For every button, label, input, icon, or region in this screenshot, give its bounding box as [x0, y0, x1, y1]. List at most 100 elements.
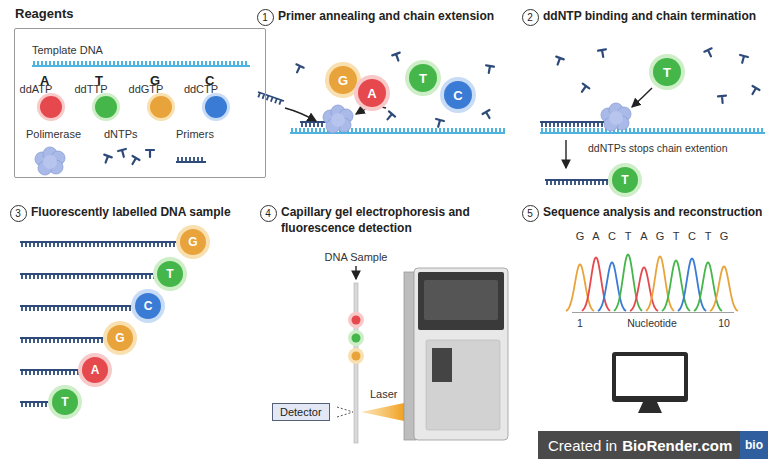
sequence-base: A — [640, 229, 647, 243]
node-text: Detector — [280, 406, 322, 418]
dna-strand — [20, 61, 765, 407]
dntp — [485, 65, 494, 73]
band-halo — [348, 312, 364, 328]
sequence-base: T — [625, 229, 632, 243]
ddntp-circle: T — [653, 58, 681, 86]
step-number: 4 — [260, 205, 277, 222]
reagent-label: Template DNA — [32, 43, 103, 57]
band-dot — [352, 316, 361, 325]
ddntp-circle: T — [409, 64, 437, 92]
dntp — [554, 57, 564, 66]
dntp — [434, 119, 444, 128]
terminal-ddntp: A — [82, 357, 108, 383]
dntp-icon — [102, 149, 154, 166]
ddntp-circle: A — [40, 96, 62, 118]
capillary-setup — [337, 266, 508, 443]
sequence-base: T — [705, 229, 712, 243]
dntp — [598, 49, 607, 57]
node-text: BioRender.com — [622, 437, 732, 454]
sequence-base: G — [576, 229, 585, 243]
ddntp-circle: C — [205, 96, 227, 118]
panel-heading: Reagents — [15, 6, 74, 21]
terminal-ddntp: T — [52, 389, 78, 415]
step-heading: Primer annealing and chain extension — [278, 9, 494, 25]
ddntp-circle: T — [95, 96, 117, 118]
pointer-arrow — [285, 108, 316, 121]
step1-illustration — [285, 53, 494, 133]
dna-strand — [20, 242, 181, 247]
dntp — [392, 53, 402, 62]
dntp — [738, 55, 748, 64]
axis-tick: 10 — [718, 317, 730, 331]
reagent-label: ddTTP — [74, 82, 107, 96]
dntp — [718, 96, 727, 104]
polymerase-icon — [35, 147, 65, 175]
sequence-base: C — [688, 229, 696, 243]
reagent-label: ddCTP — [184, 82, 218, 96]
sequence-base: G — [720, 229, 729, 243]
note-label: ddNTPs stops chain extention — [588, 142, 728, 156]
band-halo — [348, 330, 364, 346]
pointer-arrow — [356, 107, 386, 114]
laser-label: Laser — [370, 387, 398, 401]
dna-strand — [300, 122, 326, 127]
step-number: 3 — [10, 205, 27, 222]
node-text: T — [663, 65, 671, 80]
chromatogram-peak — [710, 266, 738, 311]
band-dot — [352, 334, 361, 343]
chromatogram-axis — [572, 312, 734, 313]
machine-front — [426, 340, 500, 430]
node-text: T — [419, 71, 427, 86]
dna-strand — [32, 61, 250, 66]
axis-tick: 1 — [577, 317, 583, 331]
sample-label: DNA Sample — [325, 250, 388, 264]
dna-strand — [20, 338, 108, 343]
monitor-screen — [616, 356, 684, 396]
step-number-text: 1 — [262, 12, 268, 23]
sequence-base: C — [608, 229, 616, 243]
band-halo — [348, 348, 364, 364]
step-number-text: 5 — [527, 208, 533, 219]
node-text: T — [166, 267, 173, 281]
step-number: 1 — [257, 9, 274, 26]
polymerase — [601, 103, 631, 131]
node-text: T — [61, 395, 68, 409]
polymerase — [323, 105, 353, 133]
reagent-label: Polimerase — [26, 127, 81, 141]
reagent-label: dNTPs — [104, 127, 138, 141]
node-text: A — [91, 363, 100, 377]
ddntp-circle: G — [329, 66, 357, 94]
sequence-base: A — [592, 229, 599, 243]
sequencer-machine — [414, 268, 508, 440]
sample-arrow — [355, 266, 356, 279]
dna-strand — [545, 180, 610, 185]
node-text: T — [621, 173, 628, 187]
chromatogram-peak — [614, 254, 642, 310]
terminal-ddntp: G — [180, 229, 206, 255]
step-number-text: 2 — [527, 12, 533, 23]
reagent-label: Primers — [176, 127, 214, 141]
dna-strand — [20, 306, 136, 311]
dna-strand — [540, 122, 604, 127]
reagent-label: ddGTP — [129, 82, 164, 96]
pointer-arrow — [632, 88, 652, 107]
node-text: G — [188, 235, 197, 249]
step2-illustration — [554, 48, 760, 168]
detector-ray — [337, 407, 353, 417]
step-heading: Sequence analysis and reconstruction — [543, 205, 762, 221]
dna-strand — [20, 402, 53, 407]
step-heading: ddNTP binding and chain termination — [543, 9, 756, 25]
terminal-ddntp: G — [107, 325, 133, 351]
node-text: G — [115, 331, 124, 345]
reagent-label: ddATP — [20, 82, 53, 96]
terminal-ddntp: T — [612, 167, 638, 193]
dntp-icon — [146, 150, 154, 157]
axis-title: Nucleotide — [627, 317, 677, 331]
dntp — [293, 64, 303, 74]
dna-strand — [290, 128, 505, 133]
computer-monitor — [612, 352, 688, 413]
terminal-ddntp: T — [157, 261, 183, 287]
node-text: C — [144, 299, 153, 313]
node-text: G — [338, 73, 348, 88]
